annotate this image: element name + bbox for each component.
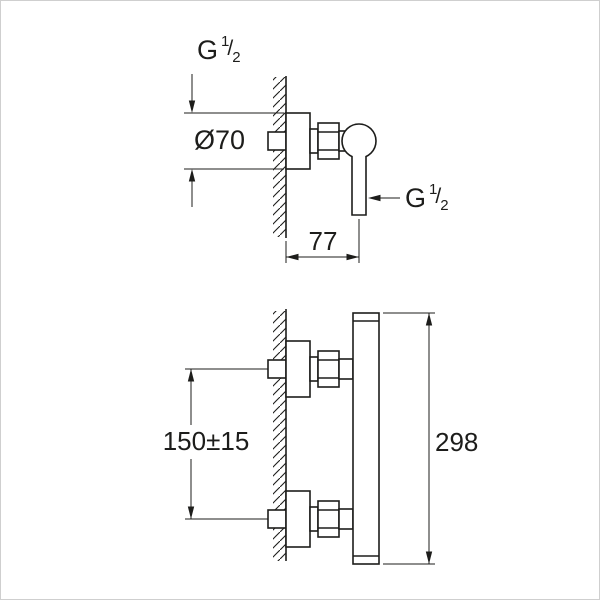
outlet-thread-slash: / xyxy=(435,185,441,208)
supply-connection-stub xyxy=(267,131,287,151)
arrowhead-down-icon xyxy=(425,551,433,564)
arrowhead-down-icon xyxy=(187,506,195,519)
dim-extension-lines-front-view xyxy=(185,312,435,565)
union-nut xyxy=(317,500,340,538)
inlet-thread-slash: / xyxy=(227,37,233,60)
arrowhead-up-icon xyxy=(187,369,195,382)
inlet-thread-numerator: 1 xyxy=(221,33,229,50)
inlet-thread-denominator: 2 xyxy=(232,49,240,66)
arrowhead-left-icon xyxy=(286,253,299,261)
escutcheon xyxy=(285,340,311,398)
union-nut xyxy=(317,350,340,388)
outlet-thread-numerator: 1 xyxy=(429,181,437,198)
dim-extension-lines-top-view xyxy=(184,112,360,263)
lower-inlet-connection xyxy=(267,490,354,548)
spacing-label: 150±15 xyxy=(163,426,250,456)
arrowhead-right-icon xyxy=(346,253,359,261)
escutcheon-side xyxy=(285,112,311,170)
escutcheon xyxy=(285,490,311,548)
supply-connection-stub xyxy=(267,359,287,379)
arrowhead-left-icon xyxy=(368,194,381,202)
arrowhead-up-icon xyxy=(425,313,433,326)
arrowhead-down-icon xyxy=(188,100,196,113)
front-view: 150±15 298 xyxy=(163,309,478,565)
diameter-label: Ø70 xyxy=(194,125,245,155)
thermostat-body-side xyxy=(341,123,377,159)
height-label: 298 xyxy=(435,427,478,457)
dim-overall-height: 298 xyxy=(425,313,478,564)
body-connector xyxy=(338,358,354,380)
wall-section xyxy=(273,76,287,238)
body-connector xyxy=(338,508,354,530)
outlet-thread-denominator: 2 xyxy=(440,197,448,214)
union-nut xyxy=(317,122,340,160)
outlet-thread-base: G xyxy=(405,183,426,213)
wall-hatch xyxy=(273,77,286,237)
body-bar xyxy=(352,312,380,565)
fitting-side-view xyxy=(267,112,377,216)
thermostat-body-front xyxy=(352,312,380,565)
inlet-thread-base: G xyxy=(197,35,218,65)
arrowhead-up-icon xyxy=(188,169,196,182)
thread-nipple xyxy=(309,506,319,532)
dim-escutcheon-diameter: Ø70 xyxy=(188,74,245,207)
dim-depth: 77 xyxy=(286,226,359,261)
thread-nipple xyxy=(309,128,319,154)
depth-label: 77 xyxy=(309,226,338,256)
shower-outlet-pipe xyxy=(351,156,367,216)
upper-inlet-connection xyxy=(267,340,354,398)
dim-inlet-spacing: 150±15 xyxy=(163,369,250,519)
supply-connection-stub xyxy=(267,509,287,529)
thread-nipple xyxy=(309,356,319,382)
